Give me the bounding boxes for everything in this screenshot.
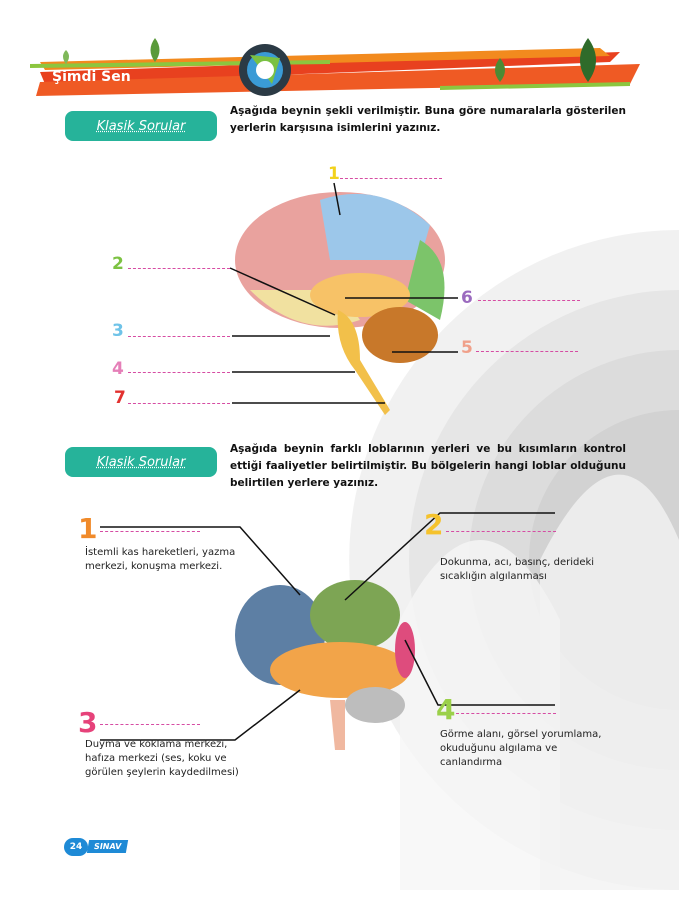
instruction-2: Aşağıda beynin farklı loblarının yerleri… — [230, 443, 626, 489]
lobe-answer-blank-3[interactable] — [100, 724, 200, 725]
instruction-1: Aşağıda beynin şekli verilmiştir. Buna g… — [230, 105, 626, 134]
brand-logo: SINAV — [86, 840, 129, 853]
label-number-6: 6 — [461, 288, 473, 308]
label-number-2: 2 — [112, 254, 124, 274]
answer-blank-4[interactable] — [128, 372, 230, 373]
answer-blank-1[interactable] — [340, 178, 442, 179]
lobe-answer-blank-2[interactable] — [446, 531, 556, 532]
lobe-description-2: Dokunma, acı, basınç, derideki sıcaklığı… — [440, 557, 595, 582]
lobe-answer-blank-4[interactable] — [456, 713, 556, 714]
label-number-4: 4 — [112, 359, 124, 379]
klasik-sorular-badge: Klasik Sorular — [65, 111, 217, 141]
answer-blank-7[interactable] — [128, 403, 230, 404]
lobe-description-1: İstemli kas hareketleri, yazma merkezi, … — [85, 547, 236, 572]
label-number-1: 1 — [328, 164, 340, 184]
label-number-3: 3 — [112, 321, 124, 341]
label-number-7: 7 — [114, 388, 126, 408]
klasik-sorular-badge-2: Klasik Sorular — [65, 447, 217, 477]
section-title: Şimdi Sen — [52, 69, 131, 85]
page-number: 24 — [64, 838, 88, 856]
lobe-description-3: Duyma ve koklama merkezi, hafıza merkezi… — [85, 739, 239, 778]
lobe-number-4: 4 — [436, 693, 456, 726]
label-number-5: 5 — [461, 338, 473, 358]
answer-blank-3[interactable] — [128, 336, 230, 337]
answer-blank-6[interactable] — [478, 300, 580, 301]
answer-blank-5[interactable] — [476, 351, 578, 352]
lobe-answer-blank-1[interactable] — [100, 531, 200, 532]
lobe-number-3: 3 — [78, 706, 98, 739]
lobe-number-2: 2 — [424, 508, 444, 541]
lobe-description-4: Görme alanı, görsel yorumlama, okuduğunu… — [440, 729, 602, 768]
lobe-number-1: 1 — [78, 512, 98, 545]
answer-blank-2[interactable] — [128, 268, 230, 269]
